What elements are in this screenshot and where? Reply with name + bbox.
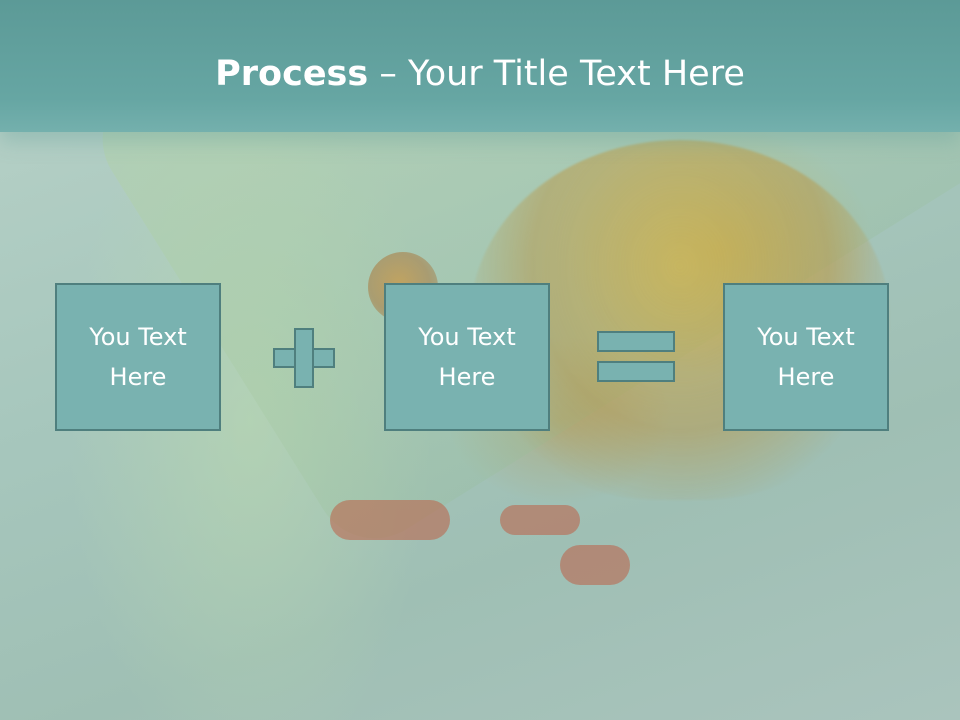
frog-leg	[330, 500, 450, 540]
plus-icon	[273, 328, 335, 388]
frog-leg	[500, 505, 580, 535]
header-band	[0, 0, 960, 132]
frog-leg	[560, 545, 630, 585]
process-box-2[interactable]: You Text Here	[384, 283, 550, 431]
process-box-1[interactable]: You Text Here	[55, 283, 221, 431]
process-box-label: You Text Here	[757, 323, 855, 391]
process-box-label: You Text Here	[418, 323, 516, 391]
equals-icon	[597, 331, 675, 383]
process-box-label: You Text Here	[89, 323, 187, 391]
process-box-3[interactable]: You Text Here	[723, 283, 889, 431]
slide-title: Process – Your Title Text Here	[0, 52, 960, 96]
title-bold: Process	[215, 54, 369, 94]
title-rest: – Your Title Text Here	[368, 54, 745, 94]
